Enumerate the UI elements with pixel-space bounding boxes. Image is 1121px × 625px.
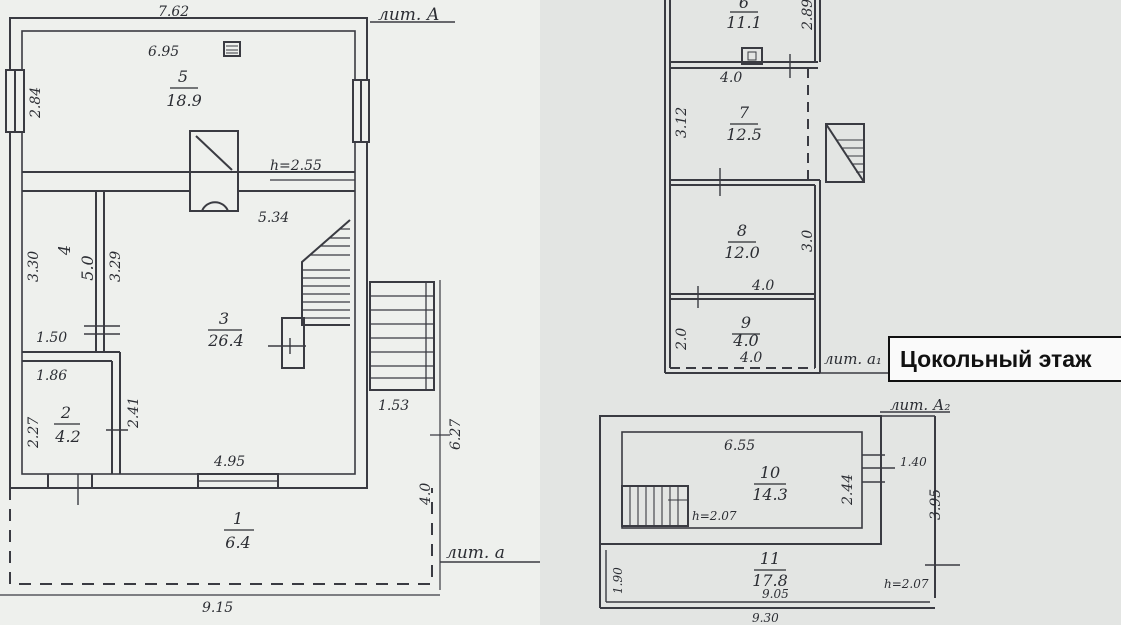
- svg-text:14.3: 14.3: [752, 485, 788, 504]
- svg-text:8: 8: [737, 221, 747, 240]
- dim-room2-right: 2.41: [126, 397, 142, 429]
- svg-text:6: 6: [739, 0, 749, 12]
- svg-text:3: 3: [219, 309, 229, 328]
- dim-room10-door: 1.40: [900, 455, 927, 469]
- dim-room8-height: 3.0: [800, 230, 816, 252]
- ground-floor-title-text: Цокольный этаж: [900, 345, 1092, 372]
- dim-basement-total: 9.30: [752, 611, 779, 625]
- main-outer-wall: [9, 17, 368, 489]
- left-sheet: [0, 0, 540, 625]
- svg-text:18.9: 18.9: [166, 91, 202, 110]
- ground-stair-symbol: [825, 123, 865, 183]
- dim-side-total: 6.27: [448, 419, 464, 450]
- svg-text:11.1: 11.1: [726, 13, 762, 32]
- lit-a1: лит. а₁: [824, 350, 882, 368]
- dim-room9-width: 4.0: [739, 350, 762, 366]
- room-4-label: 4 5.0: [55, 245, 97, 281]
- dim-room4-right: 3.29: [108, 251, 124, 282]
- room-1-label: 1 6.4: [224, 509, 254, 552]
- dim-top-width: 7.62: [158, 4, 189, 20]
- dim-ceiling-main: h=2.55: [270, 158, 322, 174]
- ground-floor-title: Цокольный этаж: [888, 336, 1121, 382]
- dim-veranda: 4.0: [418, 483, 434, 506]
- lit-labels: лит. А лит. а лит. а₁ лит. А₂: [378, 5, 950, 563]
- dim-room4-width: 1.50: [36, 330, 67, 346]
- dim-room11-left: 1.90: [611, 567, 625, 594]
- dim-stair-width: 1.53: [378, 398, 409, 414]
- svg-text:9: 9: [741, 313, 751, 332]
- svg-text:12.5: 12.5: [726, 125, 762, 144]
- room10-inner: [621, 431, 863, 529]
- room-8-label: 8 12.0: [724, 221, 760, 262]
- room-9-label: 9 4.0: [732, 313, 760, 350]
- svg-text:4: 4: [55, 245, 74, 256]
- room-5-label: 5 18.9: [166, 67, 202, 110]
- room-2-label: 2 4.2: [54, 403, 81, 446]
- dim-basement-side: 3.95: [928, 489, 944, 520]
- vent-icon-ground: [741, 47, 763, 65]
- svg-text:4.0: 4.0: [732, 331, 758, 350]
- landing: [281, 317, 305, 369]
- lit-a-lower: лит. а: [446, 543, 505, 563]
- room-7-label: 7 12.5: [726, 103, 762, 144]
- dim-room6-width: 4.0: [719, 70, 742, 86]
- external-stair: [369, 281, 435, 391]
- dimension-labels: 7.62 6.95 2.84 h=2.55 5.34 3.30 3.29 1.5…: [26, 0, 944, 625]
- veranda-outline: [9, 488, 433, 585]
- svg-text:4.2: 4.2: [54, 427, 80, 446]
- dim-room8-width: 4.0: [751, 278, 774, 294]
- svg-text:17.8: 17.8: [752, 571, 788, 590]
- lit-a-main: лит. А: [378, 5, 440, 25]
- dim-534: 5.34: [258, 210, 289, 226]
- dim-room3-bottom: 4.95: [213, 454, 245, 470]
- room-10-label: 10 14.3: [752, 463, 788, 504]
- main-floor-plan: [0, 17, 540, 596]
- vent-icon: [223, 41, 241, 57]
- svg-text:26.4: 26.4: [207, 331, 244, 350]
- dim-room5-width: 6.95: [148, 44, 179, 60]
- dim-room10-height: 2.44: [840, 474, 856, 506]
- dim-room7-height: 3.12: [674, 107, 690, 138]
- dim-ceiling-room11: h=2.07: [884, 577, 929, 591]
- room10-outer: [599, 415, 882, 545]
- right-sheet: [540, 0, 1121, 625]
- dim-room9-height: 2.0: [674, 328, 690, 351]
- dim-room10-width: 6.55: [724, 438, 755, 454]
- basement-stair: [621, 485, 689, 527]
- svg-text:11: 11: [760, 549, 780, 568]
- lit-a2: лит. А₂: [890, 396, 950, 414]
- dim-room11-width: 9.05: [762, 587, 789, 601]
- svg-text:6.4: 6.4: [225, 533, 250, 552]
- svg-text:7: 7: [739, 103, 750, 122]
- room-labels: 5 18.9 4 5.0 3 26.4 2 4.2 1 6.4 6 11.1: [54, 0, 788, 590]
- dim-room2-width: 1.86: [36, 368, 67, 384]
- dim-room2-left: 2.27: [26, 417, 42, 449]
- room-11-label: 11 17.8: [752, 549, 788, 590]
- svg-text:2: 2: [60, 403, 71, 422]
- svg-text:12.0: 12.0: [724, 243, 760, 262]
- svg-text:5: 5: [178, 67, 188, 86]
- dim-room4-left: 3.30: [26, 251, 42, 282]
- dim-ceiling-basement: h=2.07: [692, 509, 737, 523]
- dim-room6-height: 2.89: [800, 0, 816, 31]
- room-3-label: 3 26.4: [207, 309, 244, 350]
- svg-text:1: 1: [233, 509, 243, 528]
- ground-floor-plan: [599, 0, 960, 609]
- room-6-label: 6 11.1: [726, 0, 762, 32]
- svg-text:10: 10: [760, 463, 780, 482]
- dim-room5-height: 2.84: [28, 87, 44, 119]
- dim-bottom-total: 9.15: [202, 600, 233, 616]
- main-inner-wall: [21, 30, 356, 475]
- svg-text:5.0: 5.0: [78, 255, 97, 280]
